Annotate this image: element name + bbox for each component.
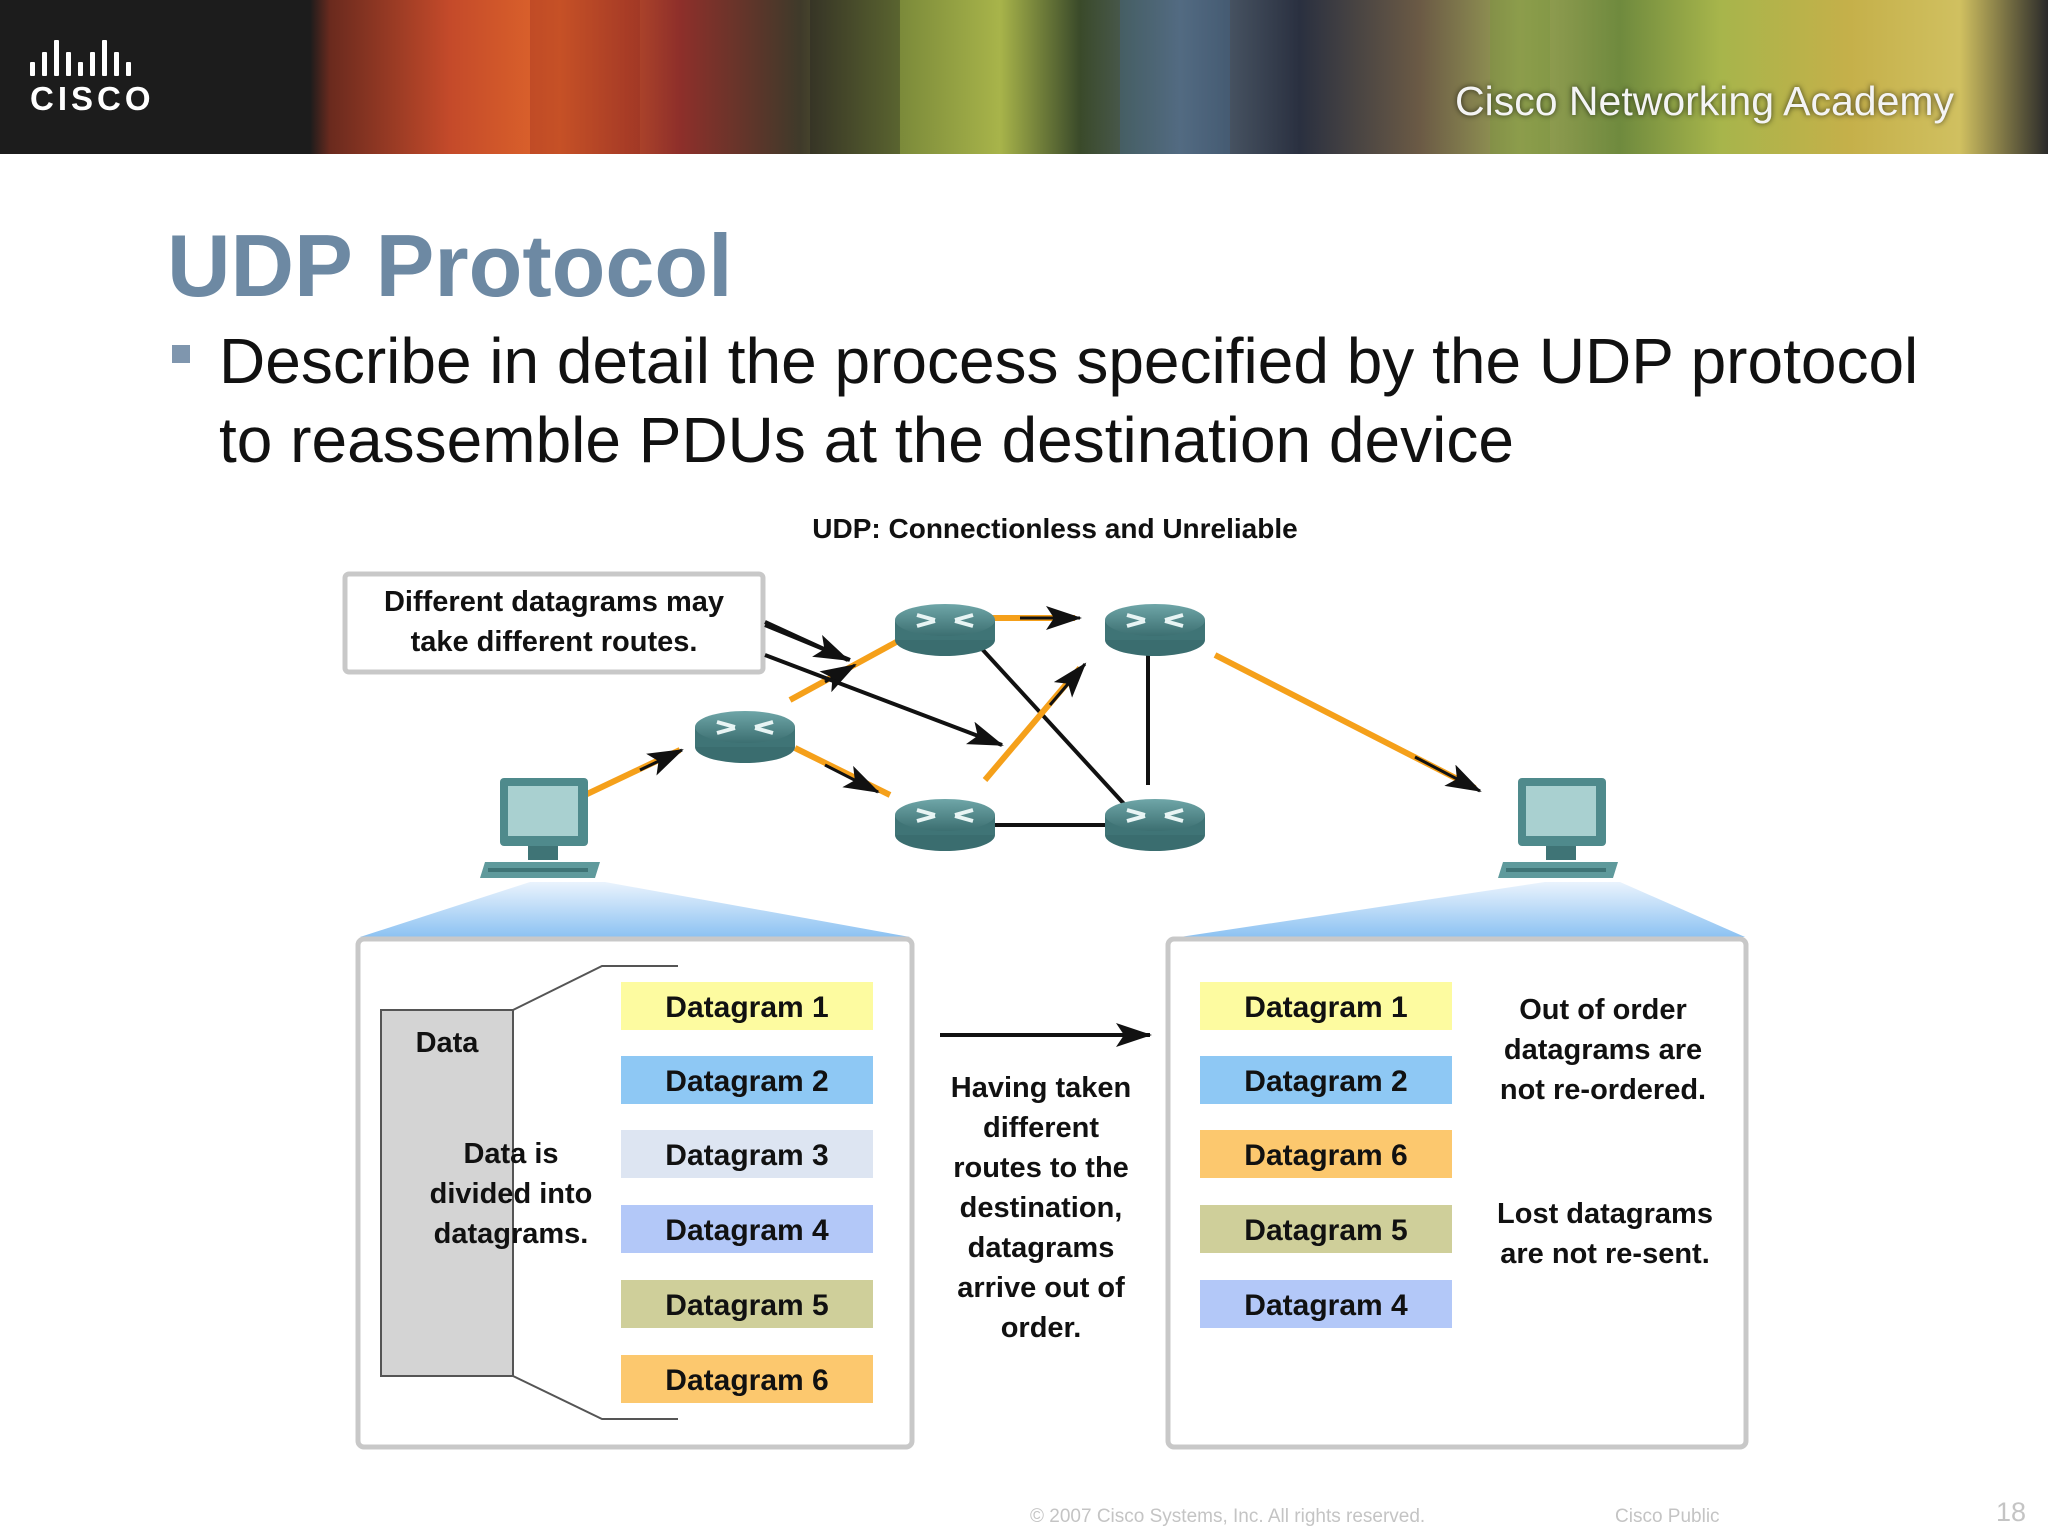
destination-datagram-bar — [1200, 1205, 1452, 1253]
source-datagram-label: Datagram 2 — [665, 1065, 828, 1098]
source-datagram-label: Datagram 1 — [665, 991, 828, 1024]
destination-datagram-label: Datagram 1 — [1244, 991, 1407, 1024]
middle-line: datagrams — [968, 1232, 1115, 1264]
source-datagram-bar — [621, 982, 873, 1030]
lost-note-line: Lost datagrams — [1497, 1198, 1713, 1230]
data-bracket — [512, 965, 678, 1420]
slide-title: UDP Protocol — [167, 216, 733, 315]
router-icon — [695, 711, 795, 763]
source-datagram-label: Datagram 5 — [665, 1289, 828, 1322]
divided-line: datagrams. — [434, 1218, 589, 1250]
destination-datagram-label: Datagram 6 — [1244, 1139, 1407, 1172]
route-line — [793, 745, 892, 798]
source-datagram-bar — [621, 1056, 873, 1104]
middle-line: routes to the — [953, 1152, 1129, 1184]
diagram-title: UDP: Connectionless and Unreliable — [812, 513, 1297, 544]
destination-datagram-label: Datagram 4 — [1244, 1289, 1408, 1322]
callout-line: Different datagrams may — [384, 586, 724, 618]
middle-line: arrive out of — [957, 1272, 1125, 1304]
destination-datagram-bar — [1200, 1056, 1452, 1104]
academy-title: Cisco Networking Academy — [1455, 78, 1955, 124]
data-label: Data — [416, 1027, 480, 1059]
callout-arrows — [764, 620, 1004, 747]
source-datagram-bar — [621, 1355, 873, 1403]
banner-photo-strip — [530, 0, 640, 154]
slide-number: 18 — [1996, 1497, 2027, 1527]
zoom-funnel-right — [1180, 882, 1745, 937]
middle-line: different — [983, 1112, 1099, 1144]
lost-note-line: are not re-sent. — [1500, 1238, 1710, 1270]
router-icon — [1105, 604, 1205, 656]
callout-arrow — [764, 653, 1004, 747]
banner-photo-strip — [1120, 0, 1230, 154]
source-datagram-list: Datagram 1 Datagram 2 Datagram 3 Datagram 4… — [621, 982, 873, 1403]
arrow-marker — [1414, 755, 1482, 793]
callout-box — [342, 571, 766, 675]
source-datagram-label: Datagram 3 — [665, 1139, 828, 1172]
middle-line: order. — [1001, 1312, 1082, 1344]
source-datagram-label: Datagram 6 — [665, 1364, 828, 1397]
computer-icon — [480, 778, 600, 878]
destination-datagram-list: Datagram 1 Datagram 2 Datagram 6 Datagram 5… — [1200, 982, 1452, 1328]
router-icon — [895, 799, 995, 851]
banner-photo-strip — [810, 0, 900, 154]
zoom-funnel-left — [360, 882, 910, 937]
data-block — [380, 1009, 514, 1377]
order-note-line: Out of order — [1519, 994, 1687, 1026]
classification-label: Cisco Public — [1615, 1506, 1720, 1527]
copyright: © 2007 Cisco Systems, Inc. All rights re… — [1030, 1506, 1426, 1527]
destination-datagram-bar — [1200, 982, 1452, 1030]
bullet-icon — [172, 345, 190, 363]
order-note-line: datagrams are — [1504, 1034, 1702, 1066]
middle-line: destination, — [960, 1192, 1123, 1224]
arrow-marker — [824, 763, 880, 794]
cisco-wordmark: CISCO — [30, 80, 155, 117]
destination-datagram-bar — [1200, 1130, 1452, 1178]
banner-photo-strip — [1490, 0, 1550, 154]
route-arrows — [639, 606, 1482, 794]
computer-icon — [1498, 778, 1618, 878]
router-icon — [1105, 799, 1205, 851]
callout-line: take different routes. — [411, 626, 698, 658]
source-datagram-bar — [621, 1130, 873, 1178]
order-note-line: not re-ordered. — [1500, 1074, 1706, 1106]
divided-line: Data is — [463, 1138, 558, 1170]
destination-datagram-label: Datagram 5 — [1244, 1214, 1407, 1247]
arrow-marker — [639, 748, 684, 776]
middle-line: Having taken — [951, 1072, 1132, 1104]
router-icon — [895, 604, 995, 656]
destination-datagram-label: Datagram 2 — [1244, 1065, 1407, 1098]
source-datagram-label: Datagram 4 — [665, 1214, 829, 1247]
header-banner: CISCO Cisco Networking Academy — [0, 0, 2048, 154]
callout-arrow — [764, 620, 850, 662]
cisco-logo: CISCO — [30, 38, 190, 118]
cisco-bars-icon — [30, 38, 190, 76]
destination-datagram-bar — [1200, 1280, 1452, 1328]
divided-line: divided into — [430, 1178, 593, 1210]
source-datagram-bar — [621, 1205, 873, 1253]
arrow-marker — [1048, 662, 1087, 706]
source-datagram-bar — [621, 1280, 873, 1328]
bullet-text: Describe in detail the process specified… — [219, 325, 1919, 476]
